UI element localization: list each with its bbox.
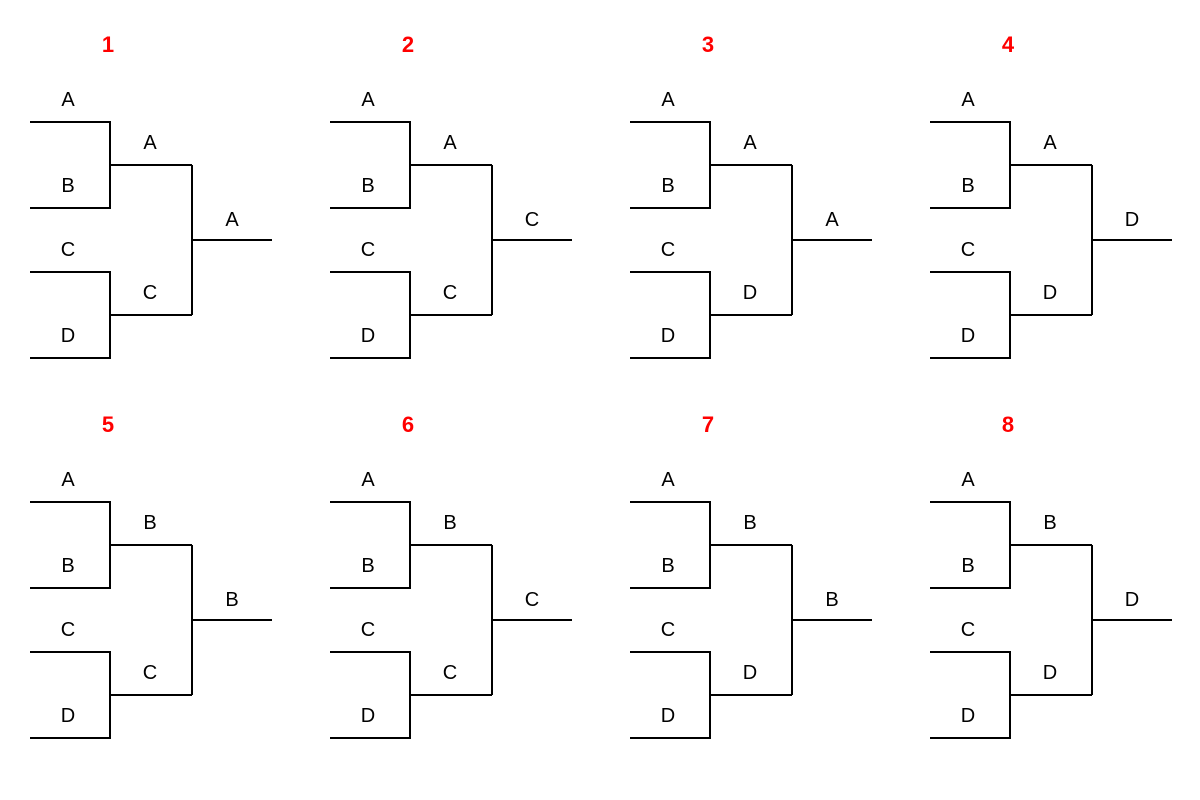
team-label-b: B [661,175,675,197]
bracket-2: 2 A B C D A C C [300,0,600,380]
team-label-d: D [60,325,76,347]
team-label-a: A [661,469,675,491]
bracket-3: 3 A B C D A D A [600,0,900,380]
team-label-b: B [961,175,975,197]
bracket-number: 5 [101,412,115,437]
semifinal-winner-top: B [143,512,157,534]
champion-label: C [524,209,540,231]
semifinal-winner-top: B [443,512,457,534]
team-label-a: A [961,89,975,111]
bracket-number: 4 [1001,32,1015,57]
team-label-d: D [960,325,976,347]
team-label-d: D [60,705,76,727]
team-label-b: B [661,555,675,577]
bracket-lines [30,121,272,359]
team-label-b: B [361,175,375,197]
team-label-a: A [661,89,675,111]
bracket-8: 8 A B C D B D D [900,380,1200,760]
champion-label: A [825,209,839,231]
team-label-d: D [960,705,976,727]
semifinal-winner-top: B [743,512,757,534]
team-label-c: C [660,619,676,641]
team-label-b: B [361,555,375,577]
bracket-5: 5 A B C D B C B [0,380,300,760]
bracket-7: 7 A B C D B D B [600,380,900,760]
semifinal-winner-top: A [443,132,457,154]
semifinal-winner-bottom: C [142,662,158,684]
semifinal-winner-bottom: C [142,282,158,304]
team-label-c: C [960,619,976,641]
champion-label: C [524,589,540,611]
champion-label: B [825,589,839,611]
team-label-a: A [61,469,75,491]
bracket-1: 1 A B C D A C A [0,0,300,380]
champion-label: D [1124,209,1140,231]
bracket-lines [330,121,572,359]
semifinal-winner-top: B [1043,512,1057,534]
bracket-6: 6 A B C D B C C [300,380,600,760]
bracket-lines [930,501,1172,739]
bracket-number: 7 [701,412,715,437]
team-label-d: D [360,325,376,347]
semifinal-winner-bottom: D [742,282,758,304]
semifinal-winner-top: A [143,132,157,154]
champion-label: B [225,589,239,611]
bracket-number: 1 [101,32,115,57]
team-label-d: D [360,705,376,727]
champion-label: D [1124,589,1140,611]
bracket-lines [30,501,272,739]
bracket-number: 3 [701,32,715,57]
team-label-c: C [60,239,76,261]
bracket-number: 2 [401,32,415,57]
team-label-c: C [360,239,376,261]
team-label-a: A [61,89,75,111]
bracket-number: 6 [401,412,415,437]
bracket-4: 4 A B C D A D D [900,0,1200,380]
bracket-lines [930,121,1172,359]
semifinal-winner-top: A [743,132,757,154]
team-label-b: B [961,555,975,577]
team-label-c: C [360,619,376,641]
semifinal-winner-bottom: D [742,662,758,684]
bracket-lines [330,501,572,739]
team-label-c: C [960,239,976,261]
semifinal-winner-top: A [1043,132,1057,154]
team-label-a: A [361,469,375,491]
team-label-b: B [61,175,75,197]
semifinal-winner-bottom: C [442,662,458,684]
champion-label: A [225,209,239,231]
team-label-d: D [660,705,676,727]
team-label-b: B [61,555,75,577]
team-label-a: A [361,89,375,111]
semifinal-winner-bottom: C [442,282,458,304]
semifinal-winner-bottom: D [1042,282,1058,304]
team-label-d: D [660,325,676,347]
team-label-a: A [961,469,975,491]
bracket-lines [630,121,872,359]
semifinal-winner-bottom: D [1042,662,1058,684]
team-label-c: C [60,619,76,641]
bracket-lines [630,501,872,739]
bracket-number: 8 [1001,412,1015,437]
team-label-c: C [660,239,676,261]
